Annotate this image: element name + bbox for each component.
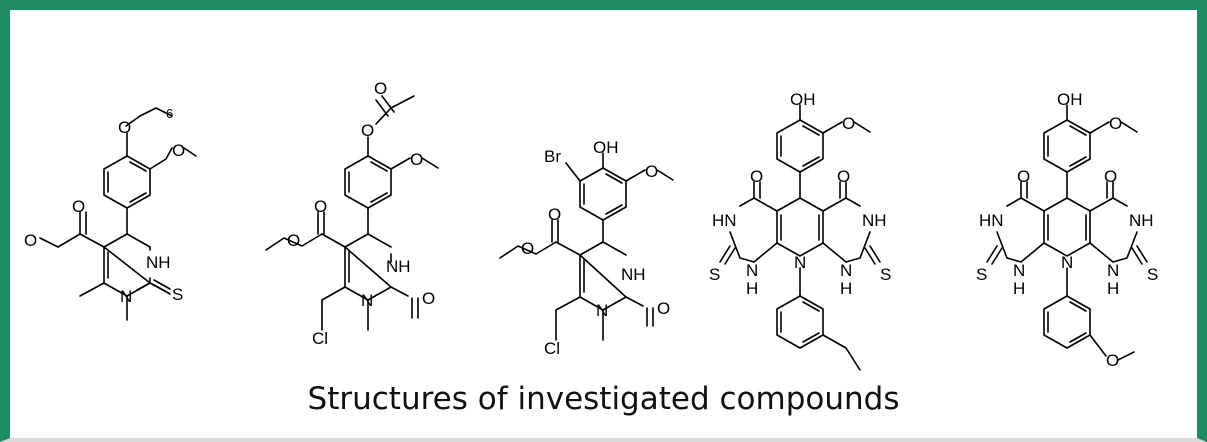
c3-n: N xyxy=(596,301,608,320)
c3-br: Br xyxy=(544,147,561,166)
c1-nh: NH xyxy=(146,253,171,272)
c1-n: N xyxy=(120,287,132,306)
c5-o-ome: O xyxy=(1109,114,1122,133)
c2-o-acetoxy: O xyxy=(361,121,374,140)
c3-o-ester: O xyxy=(521,239,534,258)
c4-o-right: O xyxy=(837,167,850,186)
c3-o-carbonyl: O xyxy=(548,205,561,224)
c5-h-left: H xyxy=(1013,279,1025,298)
c4-h-right: H xyxy=(840,279,852,298)
c2-o-carbonyl-top: O xyxy=(374,79,387,98)
c4-hn: HN xyxy=(712,211,737,230)
c2-cl: Cl xyxy=(312,329,328,348)
c2-o-ester: O xyxy=(287,231,300,250)
compound-5-bonds xyxy=(986,104,1148,361)
c1-o-ester: O xyxy=(24,231,37,250)
c5-s-left: S xyxy=(976,265,987,284)
c4-oh: OH xyxy=(790,90,816,109)
c3-oh: OH xyxy=(593,138,619,157)
c4-h-left: H xyxy=(746,279,758,298)
c4-n-right: N xyxy=(840,261,852,280)
c2-o-ome: O xyxy=(410,150,423,169)
c3-cl: Cl xyxy=(544,339,560,358)
c5-nh: NH xyxy=(1129,211,1154,230)
c5-o-left: O xyxy=(1017,167,1030,186)
c1-chain-n: 6 xyxy=(166,106,173,121)
compound-3-bonds xyxy=(499,152,674,341)
c2-o-urea: O xyxy=(422,289,435,308)
c5-o-ome-bottom: O xyxy=(1106,351,1119,370)
c4-s-left: S xyxy=(709,265,720,284)
c1-o-top: O xyxy=(118,118,131,137)
c5-h-right: H xyxy=(1107,279,1119,298)
c4-nh: NH xyxy=(862,211,887,230)
c4-n-center: N xyxy=(794,253,806,272)
compound-2-bonds xyxy=(265,95,439,331)
c5-n-center: N xyxy=(1061,253,1073,272)
c4-o-ome: O xyxy=(842,114,855,133)
c5-o-right: O xyxy=(1104,167,1117,186)
c3-o-ome: O xyxy=(645,162,658,181)
compound-1-bonds xyxy=(39,107,197,321)
c1-o-carbonyl: O xyxy=(72,197,85,216)
c5-hn: HN xyxy=(979,211,1004,230)
c5-n-left: N xyxy=(1013,261,1025,280)
c2-o-carbonyl: O xyxy=(314,197,327,216)
c4-n-left: N xyxy=(746,261,758,280)
c5-n-right: N xyxy=(1107,261,1119,280)
c5-oh: OH xyxy=(1057,90,1083,109)
c4-s-right: S xyxy=(880,265,891,284)
c1-o-ome: O xyxy=(172,141,185,160)
c5-s-right: S xyxy=(1147,265,1158,284)
c2-nh: NH xyxy=(386,257,411,276)
c3-o-urea: O xyxy=(657,299,670,318)
c4-o-left: O xyxy=(750,167,763,186)
c3-nh: NH xyxy=(621,265,646,284)
figure-caption: Structures of investigated compounds xyxy=(307,381,900,417)
c1-s: S xyxy=(172,285,183,304)
compound-4-bonds xyxy=(719,104,881,371)
c2-n: N xyxy=(361,291,373,310)
